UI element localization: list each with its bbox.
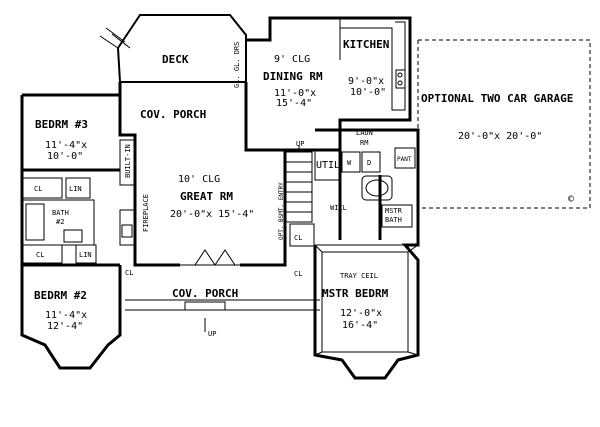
stair-up-label: UP bbox=[296, 140, 304, 148]
great-ceiling-label: 10' CLG bbox=[178, 174, 220, 185]
linen-label-top: LIN bbox=[69, 185, 82, 193]
cov-porch-front-label: COV. PORCH bbox=[172, 287, 238, 300]
kitchen-label: KITCHEN bbox=[343, 38, 389, 51]
bedroom2-dims-2: 12'-4" bbox=[47, 321, 83, 332]
dining-room-label: DINING RM bbox=[263, 70, 323, 83]
built-in-label: BUILT-IN bbox=[124, 144, 132, 178]
bedroom3-dims-1: 11'-4"x bbox=[45, 140, 87, 151]
bedroom3-dims-2: 10'-0" bbox=[47, 151, 83, 162]
master-bath-label-1: MSTR bbox=[385, 207, 403, 215]
stairs bbox=[285, 145, 313, 223]
closet-label-porch: CL bbox=[125, 269, 133, 277]
great-room-dims: 20'-0"x 15'-4" bbox=[170, 209, 254, 220]
bath2-label-1: BATH bbox=[52, 209, 69, 217]
master-bath-label-2: BATH bbox=[385, 216, 402, 224]
laundry-label-2: RM bbox=[360, 139, 368, 147]
glass-doors-label: GL. GL. DRS bbox=[233, 42, 241, 88]
kitchen-dims-1: 9'-0"x bbox=[348, 76, 384, 87]
master-bedroom-label: MSTR BEDRM bbox=[322, 287, 389, 300]
porch-up-label: UP bbox=[208, 330, 216, 338]
master-dims-1: 12'-0"x bbox=[340, 308, 382, 319]
laundry-label-1: LAUN bbox=[356, 129, 373, 137]
linen-label-bottom: LIN bbox=[79, 251, 92, 259]
tray-ceiling-label: TRAY CEIL bbox=[340, 272, 378, 280]
copyright-mark: © bbox=[568, 194, 575, 205]
master-dims-2: 16'-4" bbox=[342, 320, 378, 331]
pantry-label: PANT bbox=[397, 156, 412, 163]
garage-dims: 20'-0"x 20'-0" bbox=[458, 131, 542, 142]
bedroom-wing-walls bbox=[20, 93, 122, 370]
bedroom3-label: BEDRM #3 bbox=[35, 118, 88, 131]
washer-label: W bbox=[347, 159, 352, 167]
bedroom2-dims-1: 11'-4"x bbox=[45, 310, 87, 321]
dining-ceiling-label: 9' CLG bbox=[274, 54, 310, 65]
deck-outline bbox=[99, 14, 247, 83]
master-suite-walls bbox=[289, 128, 420, 380]
great-room-walls bbox=[118, 82, 320, 311]
closet-label-b2: CL bbox=[36, 251, 44, 259]
deck-label: DECK bbox=[162, 53, 189, 66]
bath2-label-2: #2 bbox=[56, 218, 64, 226]
great-room-label: GREAT RM bbox=[180, 190, 233, 203]
basement-entry-label: OPT. BSMT. ENTRY bbox=[278, 182, 285, 240]
kitchen-dining-walls bbox=[244, 16, 412, 152]
dryer-label: D bbox=[367, 159, 371, 167]
kitchen-dims-2: 10'-0" bbox=[350, 87, 386, 98]
garage-label: OPTIONAL TWO CAR GARAGE bbox=[421, 92, 573, 105]
walk-in-closet-label: WICL bbox=[330, 204, 347, 212]
closet-label-master: CL bbox=[294, 270, 302, 278]
cov-porch-top-label: COV. PORCH bbox=[140, 108, 206, 121]
garage-outline bbox=[417, 39, 591, 209]
utility-label: UTIL bbox=[316, 160, 340, 171]
dining-dims-1: 11'-0"x bbox=[274, 88, 316, 99]
fireplace-label: FIREPLACE bbox=[142, 194, 150, 232]
closet-label-stair: CL bbox=[294, 234, 302, 242]
bedroom2-label: BEDRM #2 bbox=[34, 289, 87, 302]
closet-label-b3: CL bbox=[34, 185, 42, 193]
dining-dims-2: 15'-4" bbox=[276, 98, 312, 109]
